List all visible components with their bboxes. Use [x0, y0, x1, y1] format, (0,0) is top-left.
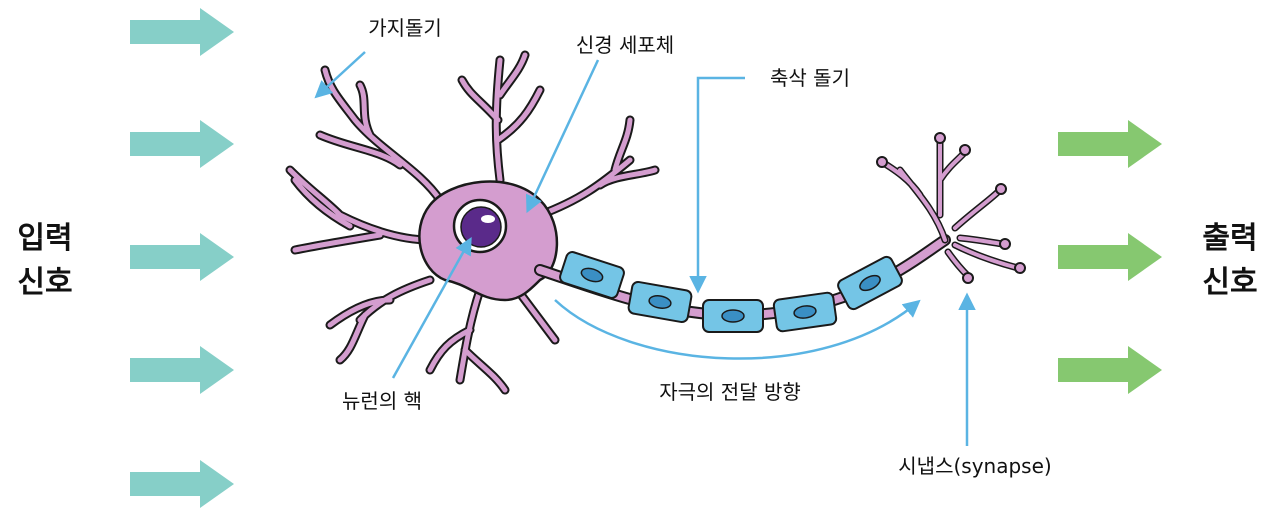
input-arrow — [130, 233, 234, 281]
myelin-sheaths — [559, 251, 904, 333]
terminal-bulb — [935, 133, 945, 143]
output-signal-line1: 출력 — [1202, 221, 1257, 256]
synapse-label: 시냅스(synapse) — [898, 454, 1051, 478]
myelin-sheath — [703, 300, 763, 332]
input-arrow — [130, 8, 234, 56]
nucleus-core — [461, 207, 501, 247]
output-signal-line2: 신호 — [1202, 265, 1257, 300]
input-arrow — [130, 460, 234, 508]
nucleus-highlight — [481, 215, 495, 223]
terminal-bulb — [1000, 239, 1010, 249]
direction-label: 자극의 전달 방향 — [659, 380, 801, 404]
output-arrow — [1058, 346, 1162, 394]
terminal-bulb — [963, 273, 973, 283]
myelin-sheath — [836, 255, 904, 311]
terminal-bulb — [996, 184, 1006, 194]
output-arrows — [1058, 120, 1162, 394]
pointers — [317, 52, 967, 446]
input-arrow — [130, 346, 234, 394]
input-signal-line2: 신호 — [17, 265, 72, 300]
dendrite-label: 가지돌기 — [368, 16, 442, 40]
output-arrow — [1058, 120, 1162, 168]
terminal-bulb — [1015, 263, 1025, 273]
axon-pointer — [698, 78, 745, 290]
myelin-sheath — [773, 292, 837, 332]
output-arrow — [1058, 233, 1162, 281]
terminal-bulb — [960, 145, 970, 155]
myelin-sheath — [628, 281, 693, 323]
input-arrow — [130, 120, 234, 168]
axon-terminals — [877, 133, 1025, 283]
nucleus-label: 뉴런의 핵 — [342, 389, 422, 413]
axon-label: 축삭 돌기 — [770, 66, 850, 90]
input-arrows — [130, 8, 234, 508]
terminal-bulb — [877, 157, 887, 167]
cell-body-label: 신경 세포체 — [576, 33, 674, 57]
input-signal-line1: 입력 — [17, 221, 72, 256]
myelin-sheath — [559, 251, 626, 300]
